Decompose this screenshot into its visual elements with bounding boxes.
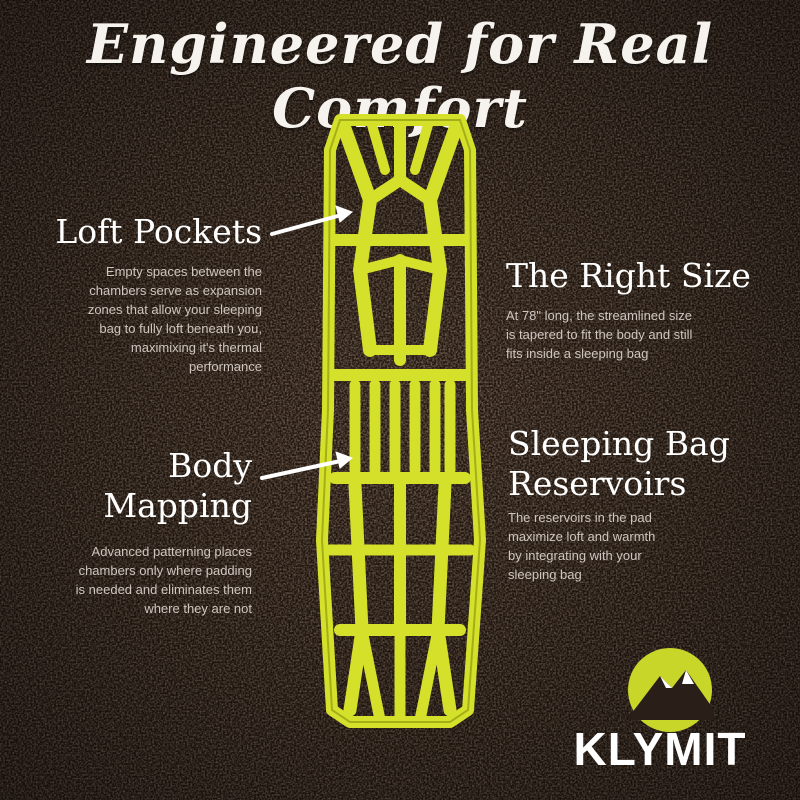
brand-name: KLYMIT: [573, 723, 747, 775]
mountain-circle-icon: [628, 648, 714, 732]
reservoirs-text: The reservoirs in the pad maximize loft …: [508, 510, 656, 582]
body-mapping-heading: Body Mapping: [103, 446, 252, 525]
body-mapping-text: Advanced patterning places chambers only…: [75, 544, 252, 616]
reservoirs-heading: Sleeping Bag Reservoirs: [508, 424, 730, 503]
sleeping-pad-image: [316, 114, 486, 728]
right-size-text: At 78" long, the streamlined size is tap…: [506, 308, 693, 361]
loft-pockets-heading: Loft Pockets: [55, 212, 262, 251]
loft-pockets-text: Empty spaces between the chambers serve …: [87, 264, 262, 374]
right-size-heading: The Right Size: [506, 256, 751, 295]
